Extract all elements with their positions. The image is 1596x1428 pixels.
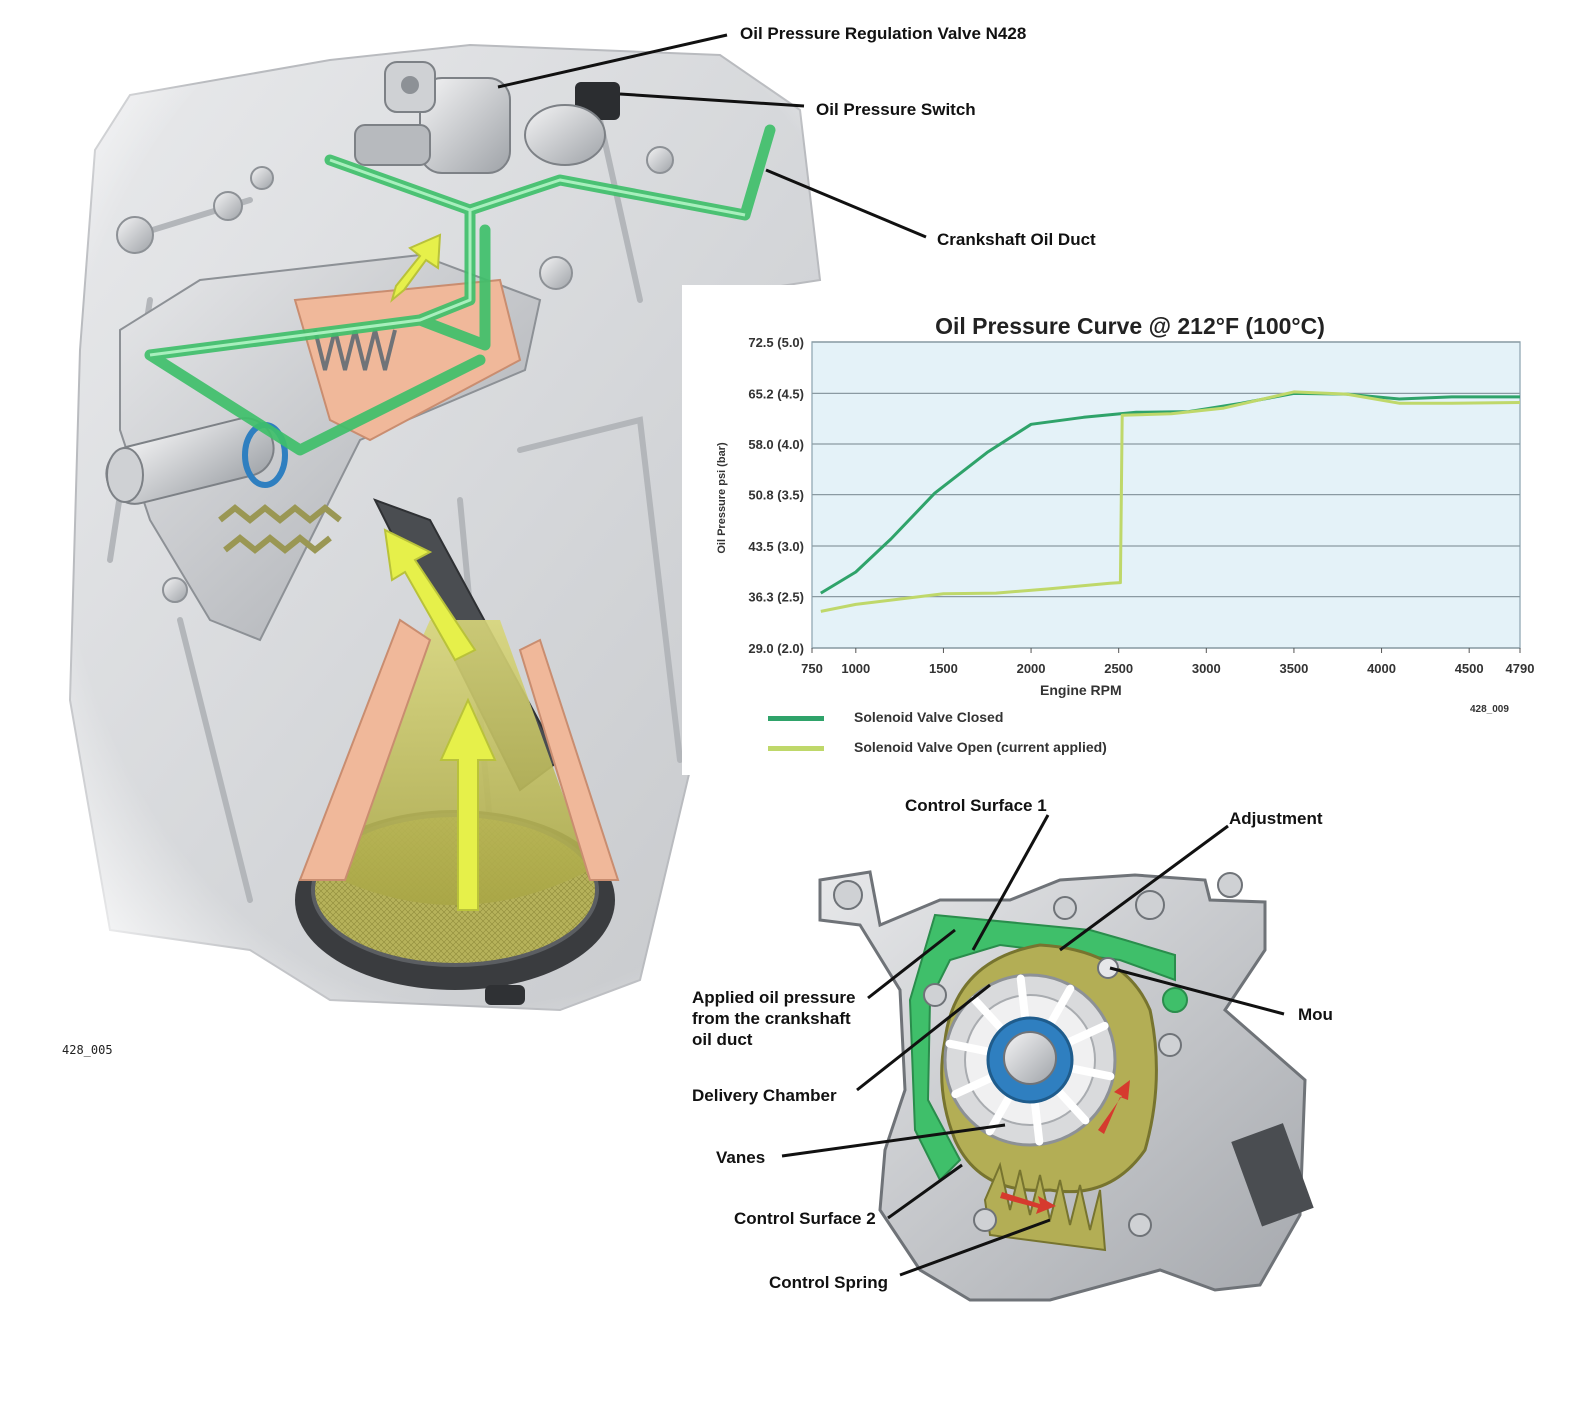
chart-figure-number: 428_009 xyxy=(1470,704,1509,715)
legend-swatch-open xyxy=(768,745,824,751)
label-crankshaft-oil-duct: Crankshaft Oil Duct xyxy=(937,230,1096,249)
label-delivery-chamber: Delivery Chamber xyxy=(692,1086,837,1105)
vane xyxy=(1047,984,1075,1026)
vane xyxy=(1069,1064,1115,1081)
label-adjustment: Adjustment xyxy=(1229,809,1323,828)
figure-number-left: 428_005 xyxy=(62,1043,113,1057)
label-control-spring: Control Spring xyxy=(769,1273,888,1292)
chart-series-line-closed xyxy=(820,391,1520,595)
chart-x-tick-label: 1000 xyxy=(841,661,870,676)
chart-x-tick-label: 4500 xyxy=(1455,661,1484,676)
chart-x-tick-label: 2000 xyxy=(1017,661,1046,676)
chart-y-tick-label: 29.0 (2.0) xyxy=(748,641,804,656)
chart-x-tick-label: 1500 xyxy=(929,661,958,676)
rotor-bore xyxy=(1003,1031,1057,1085)
rotation-arrows xyxy=(1000,1080,1130,1214)
chart-x-tick-label: 3500 xyxy=(1279,661,1308,676)
label-applied-oil-pressure: Applied oil pressure from the crankshaft… xyxy=(692,988,856,1049)
chart-y-tick-label: 50.8 (3.5) xyxy=(748,488,804,503)
chart-x-tick-label: 750 xyxy=(801,661,823,676)
vane xyxy=(1016,974,1029,1021)
chart-y-tick-label: 43.5 (3.0) xyxy=(748,539,804,554)
chart-y-tick-label: 36.3 (2.5) xyxy=(748,590,804,605)
label-control-surface-1: Control Surface 1 xyxy=(905,796,1047,815)
chart-title: Oil Pressure Curve @ 212°F (100°C) xyxy=(935,313,1325,339)
vane xyxy=(970,995,1005,1032)
chart-y-tick-label: 58.0 (4.0) xyxy=(748,437,804,452)
legend-label-closed: Solenoid Valve Closed xyxy=(854,709,1004,725)
vanes-group xyxy=(945,974,1115,1146)
vane xyxy=(1066,1021,1109,1046)
chart-y-tick-label: 72.5 (5.0) xyxy=(748,335,804,350)
vane xyxy=(951,1074,994,1099)
chart-y-tick-label: 65.2 (4.5) xyxy=(748,386,804,401)
chart-x-tick-label: 3000 xyxy=(1192,661,1221,676)
chart-x-tick-label: 4000 xyxy=(1367,661,1396,676)
label-oil-pressure-switch: Oil Pressure Switch xyxy=(816,100,976,119)
oil-pressure-chart: 29.0 (2.0) 36.3 (2.5) 43.5 (3.0) 50.8 (3.5)… xyxy=(748,335,1534,676)
legend-swatch-closed xyxy=(768,715,824,721)
label-vanes: Vanes xyxy=(716,1148,766,1167)
pump-cross-section xyxy=(818,870,1314,1302)
oil-chamber-green xyxy=(908,913,1176,1182)
vane xyxy=(1031,1099,1044,1146)
chart-series-line-open xyxy=(820,390,1521,613)
vane xyxy=(945,1039,991,1056)
callout-lines-top xyxy=(497,33,927,239)
vane xyxy=(1055,1088,1090,1125)
legend-label-open: Solenoid Valve Open (current applied) xyxy=(854,739,1107,755)
label-mou: Mou xyxy=(1298,1005,1333,1024)
chart-x-tick-label: 2500 xyxy=(1104,661,1133,676)
pivot-pin xyxy=(1097,957,1119,979)
legend-item-open: Solenoid Valve Open (current applied) xyxy=(768,739,1107,755)
chart-x-axis-label: Engine RPM xyxy=(1040,682,1122,698)
chart-y-axis-label: Oil Pressure psi (bar) xyxy=(716,442,728,554)
callout-lines-pump xyxy=(781,814,1285,1277)
chart-x-tick-label: 4790 xyxy=(1506,661,1535,676)
legend-item-closed: Solenoid Valve Closed xyxy=(768,709,1003,725)
housing-bolts xyxy=(833,872,1243,1237)
label-control-surface-2: Control Surface 2 xyxy=(734,1209,876,1228)
label-oil-pressure-regulation-valve: Oil Pressure Regulation Valve N428 xyxy=(740,24,1027,43)
